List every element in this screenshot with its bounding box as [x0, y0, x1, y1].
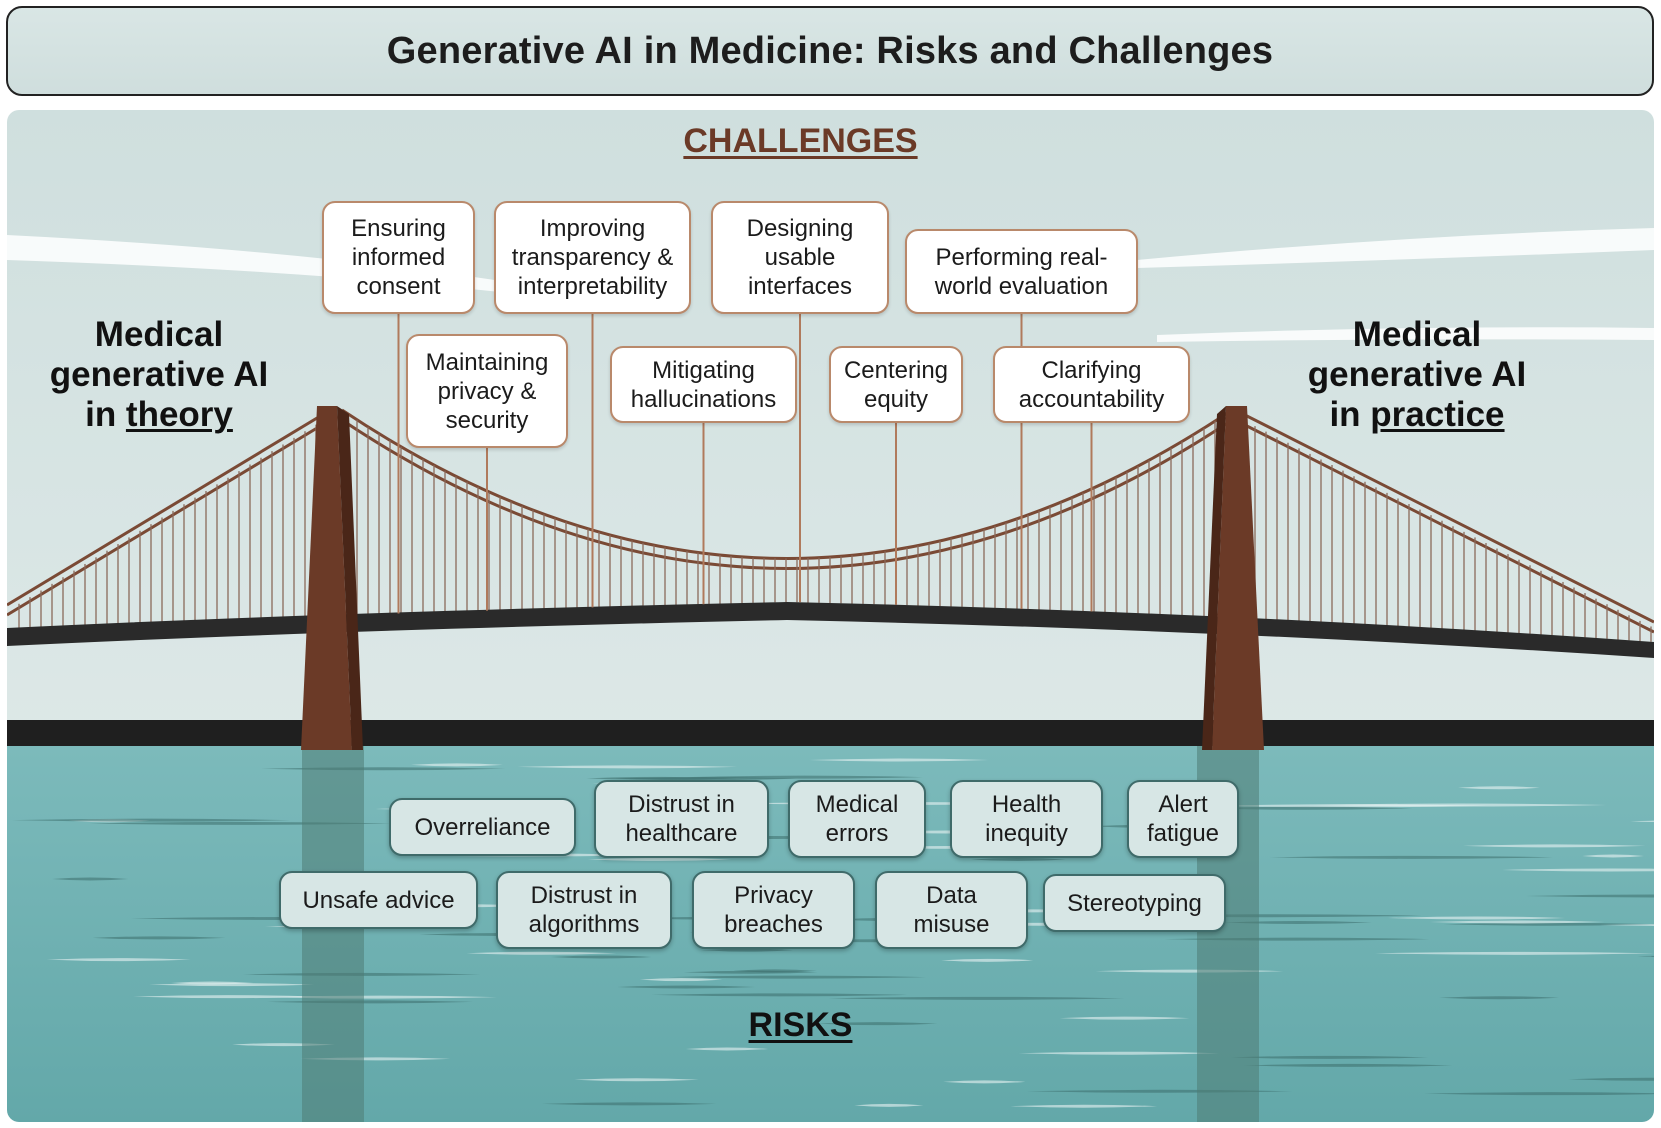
left-label-line2: generative AI	[49, 355, 269, 394]
risk-stereotyping: Stereotyping	[1043, 874, 1226, 932]
ripple	[685, 1047, 769, 1051]
side-cable-left	[7, 410, 328, 607]
right-label-line1: Medical	[1352, 315, 1482, 354]
right-tower	[1202, 406, 1264, 750]
title-bar: Generative AI in Medicine: Risks and Cha…	[6, 6, 1654, 96]
ripple	[809, 758, 989, 762]
bridge-deck	[7, 602, 1654, 658]
risk-unsafe-advice: Unsafe advice	[279, 871, 478, 929]
ripple	[651, 993, 907, 997]
left-label-prefix: in	[85, 395, 126, 434]
ripple	[1375, 951, 1654, 955]
far-shore	[7, 720, 1654, 748]
ripple	[639, 978, 723, 982]
ripple	[1010, 1104, 1158, 1108]
ripple	[1018, 1051, 1220, 1055]
challenge-real-world-evaluation: Performing real-world evaluation	[905, 229, 1138, 314]
challenge-hallucinations: Mitigating hallucinations	[610, 346, 797, 423]
right-label: Medical generative AI in practice	[1287, 315, 1547, 435]
ripple	[11, 818, 291, 822]
ripple	[941, 958, 1034, 962]
ripple	[586, 776, 737, 780]
risk-medical-errors: Medical errors	[788, 780, 926, 858]
ripple	[971, 857, 1066, 861]
side-cable-right	[1238, 410, 1654, 624]
challenge-privacy-security: Maintaining privacy & security	[406, 334, 568, 448]
ripple	[52, 877, 129, 881]
ripple	[701, 948, 793, 952]
right-label-prefix: in	[1329, 395, 1371, 434]
ripple	[1501, 868, 1654, 872]
challenge-accountability: Clarifying accountability	[993, 346, 1190, 423]
main-cable	[341, 418, 1233, 570]
ripple	[1463, 844, 1646, 848]
ripple	[1206, 804, 1489, 808]
ripple	[411, 763, 503, 767]
ripple	[1387, 916, 1566, 920]
ripple	[1424, 1092, 1654, 1096]
bridge-scene: CHALLENGES RISKS Medical generative AI i…	[7, 110, 1654, 1122]
ripple	[1223, 921, 1372, 925]
ripple	[617, 985, 756, 989]
risk-privacy-breaches: Privacy breaches	[692, 871, 855, 949]
ripple	[587, 857, 732, 861]
ripple	[817, 1022, 938, 1026]
ripple	[1630, 820, 1654, 823]
main-cable	[341, 408, 1233, 560]
ripple	[551, 955, 652, 959]
bridge-cables	[7, 408, 1654, 642]
challenge-informed-consent: Ensuring informed consent	[322, 201, 475, 314]
ripple	[1243, 1063, 1453, 1067]
challenge-usable-interfaces: Designing usable interfaces	[711, 201, 889, 314]
left-tower	[301, 406, 363, 750]
ripple	[828, 996, 1125, 1000]
left-label: Medical generative AI in theory	[29, 315, 289, 435]
risk-distrust-algorithms: Distrust in algorithms	[496, 871, 672, 949]
risk-data-misuse: Data misuse	[875, 871, 1028, 949]
ripple	[517, 765, 738, 769]
left-label-emphasis: theory	[125, 395, 233, 434]
ripple	[854, 1103, 924, 1107]
ripple	[542, 1102, 717, 1106]
figure-title: Generative AI in Medicine: Risks and Cha…	[386, 29, 1274, 72]
ripple	[733, 969, 817, 973]
ripple	[1231, 1055, 1429, 1059]
risks-heading: RISKS	[748, 1006, 853, 1044]
challenges-heading: CHALLENGES	[683, 122, 918, 160]
ripple	[1458, 786, 1540, 790]
challenge-centering-equity: Centering equity	[829, 346, 963, 423]
ripple	[574, 1078, 699, 1082]
left-label-line1: Medical	[94, 315, 224, 354]
right-label-line2: generative AI	[1307, 355, 1527, 394]
risk-overreliance: Overreliance	[389, 798, 576, 856]
risk-health-inequity: Health inequity	[950, 780, 1103, 858]
risk-distrust-healthcare: Distrust in healthcare	[594, 780, 769, 858]
ripple	[1637, 955, 1654, 957]
ripple	[170, 981, 254, 985]
ripple	[668, 975, 926, 979]
ripple	[1269, 855, 1553, 859]
challenge-transparency: Improving transparency & interpretabilit…	[494, 201, 691, 314]
ripple	[92, 936, 226, 940]
ripple	[1582, 854, 1645, 858]
ripple	[1429, 920, 1605, 924]
ripple	[1568, 1077, 1654, 1081]
side-cable-left	[7, 420, 328, 617]
ripple	[943, 1080, 1026, 1084]
ripple	[1599, 924, 1654, 926]
ripple	[46, 958, 191, 962]
right-label-emphasis: practice	[1370, 395, 1505, 434]
ripple	[1059, 1016, 1190, 1020]
ripple	[466, 951, 617, 955]
risk-alert-fatigue: Alert fatigue	[1127, 780, 1239, 858]
ripple	[1526, 894, 1654, 898]
ripple	[1439, 996, 1559, 1000]
